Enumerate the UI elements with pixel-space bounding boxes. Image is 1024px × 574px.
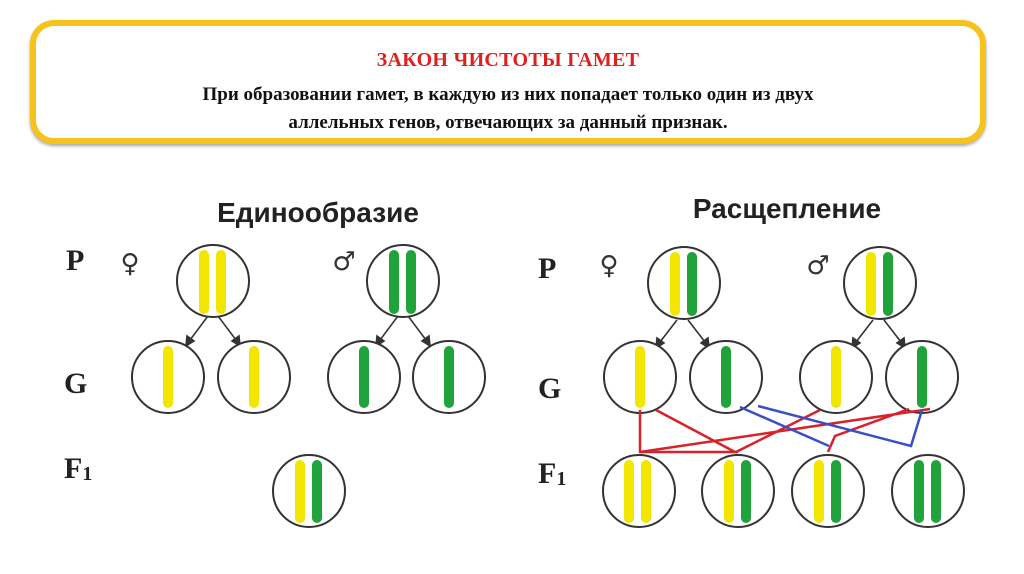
row-label-p-left: P	[66, 244, 84, 277]
offspring-cell-left	[272, 454, 346, 528]
offspring-cell-right-3	[791, 454, 865, 528]
uniformity-title: Единообразие	[217, 197, 419, 228]
offspring-cell-right-4	[891, 454, 965, 528]
parent-cell-male-right	[843, 246, 917, 320]
f1-right-letter: F	[538, 457, 556, 490]
gamete-cell-left-4	[412, 340, 486, 414]
f1-left-sub: 1	[82, 463, 92, 485]
law-text-line-2: аллельных генов, отвечающих за данный пр…	[288, 112, 728, 133]
row-label-f1-left: F1	[64, 452, 92, 485]
gamete-cell-right-1	[603, 340, 677, 414]
segregation-arrows	[655, 319, 906, 350]
f1-right-sub: 1	[556, 468, 566, 490]
offspring-cell-right-1	[602, 454, 676, 528]
law-text-line-1: При образовании гамет, в каждую из них п…	[202, 84, 814, 105]
f1-left-letter: F	[64, 452, 82, 485]
blue-cross-lines	[739, 404, 924, 448]
gamete-cell-left-1	[131, 340, 205, 414]
gamete-cell-right-3	[799, 340, 873, 414]
law-box: ЗАКОН ЧИСТОТЫ ГАМЕТ При образовании гаме…	[30, 20, 986, 144]
row-label-g-right: G	[538, 372, 561, 405]
male-symbol-right: ♂	[806, 251, 829, 281]
law-text: При образовании гамет, в каждую из них п…	[76, 81, 940, 137]
offspring-cell-right-2	[701, 454, 775, 528]
segregation-title: Расщепление	[693, 193, 881, 224]
gamete-cell-left-2	[217, 340, 291, 414]
gamete-cell-right-2	[689, 340, 763, 414]
uniformity-arrows	[185, 315, 431, 348]
law-title: ЗАКОН ЧИСТОТЫ ГАМЕТ	[376, 49, 640, 71]
row-label-p-right: P	[538, 252, 556, 285]
parent-cell-male-left	[366, 244, 440, 318]
parent-cell-female-left	[176, 244, 250, 318]
female-symbol-left: ♀	[120, 249, 139, 279]
female-symbol-right: ♀	[599, 251, 618, 281]
row-label-g-left: G	[64, 367, 87, 400]
row-label-f1-right: F1	[538, 457, 566, 490]
parent-cell-female-right	[647, 246, 721, 320]
red-cross-lines	[638, 407, 931, 454]
male-symbol-left: ♂	[332, 247, 355, 277]
gamete-cell-left-3	[327, 340, 401, 414]
gamete-cell-right-4	[885, 340, 959, 414]
